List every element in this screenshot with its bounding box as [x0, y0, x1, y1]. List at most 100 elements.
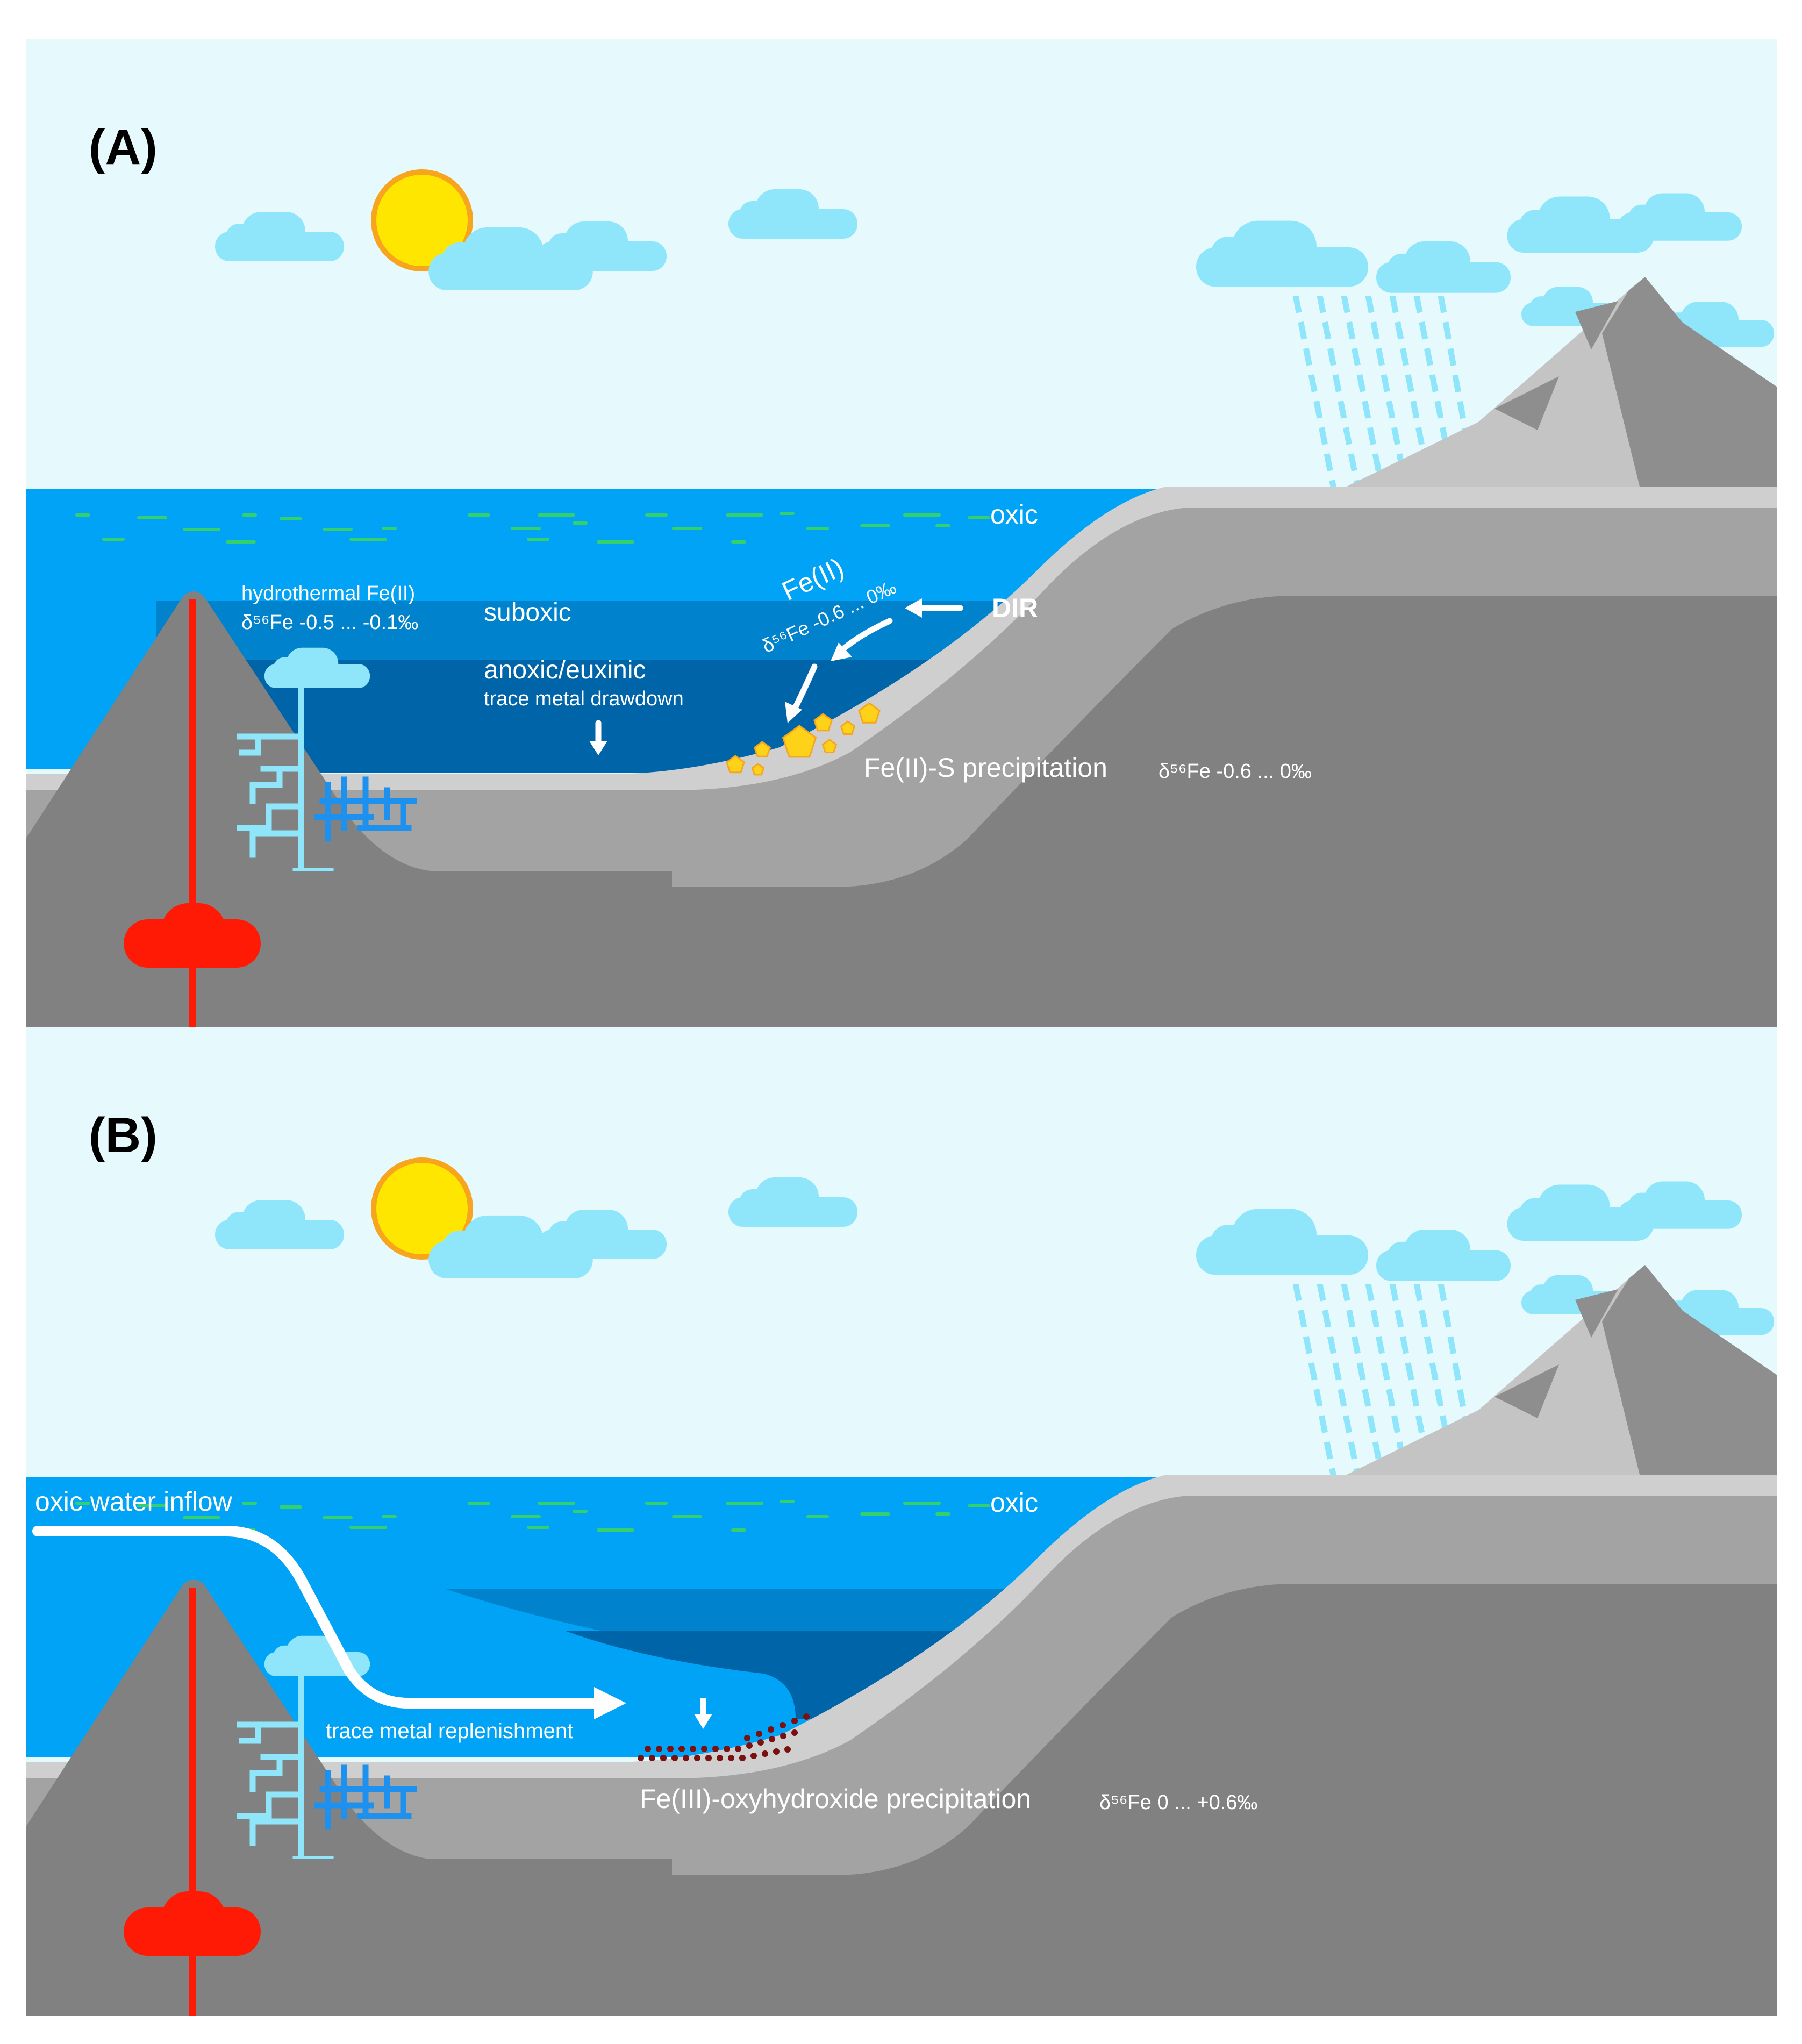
- oxic-intrusion: [629, 1660, 792, 1711]
- fe3-particle-icon: [649, 1755, 655, 1761]
- fe3-particle-icon: [769, 1736, 775, 1742]
- dir-label: DIR: [992, 593, 1038, 623]
- fe3-particle-icon: [803, 1713, 810, 1720]
- fe3-particle-icon: [724, 1746, 730, 1752]
- plankton-icon: [323, 1516, 353, 1519]
- fe3-particle-icon: [678, 1746, 685, 1752]
- fe3-particle-icon: [694, 1755, 700, 1761]
- seafloor: [26, 487, 1777, 1028]
- arrow-icon: [694, 1714, 712, 1729]
- plankton-icon: [597, 1528, 634, 1532]
- plankton-icon: [280, 517, 302, 520]
- plankton-icon: [242, 513, 257, 517]
- plankton-icon: [75, 1502, 90, 1505]
- precipitation-delta-label: δ⁵⁶Fe -0.6 ... 0‰: [1159, 760, 1312, 783]
- replenishment-label: trace metal replenishment: [326, 1719, 573, 1743]
- mountain-icon: [1347, 1265, 1777, 1475]
- arrow-icon: [831, 642, 852, 661]
- plankton-icon: [382, 1515, 397, 1518]
- plankton-icon: [280, 1505, 302, 1509]
- plankton-icon: [573, 521, 588, 525]
- fe3-particle-icon: [739, 1755, 746, 1761]
- fe3-particle-icon: [728, 1755, 734, 1761]
- arrow-icon: [905, 598, 922, 618]
- plankton-icon: [672, 1515, 702, 1518]
- pyrite-crystal-icon: [753, 741, 771, 757]
- fe3-particle-icon: [638, 1713, 810, 1761]
- plankton-icon: [527, 538, 549, 541]
- fe3-particle-icon: [735, 1746, 741, 1752]
- plankton-icon: [726, 1502, 763, 1505]
- fe3-particle-icon: [757, 1739, 764, 1746]
- fe3-particle-icon: [746, 1742, 753, 1749]
- panel-label: (B): [89, 1108, 158, 1163]
- sun-icon: [371, 1157, 473, 1260]
- plankton-icon: [468, 1502, 490, 1505]
- panel-label: (A): [89, 120, 158, 175]
- fe3-particle-icon: [717, 1755, 723, 1761]
- arrow-icon: [594, 1687, 626, 1719]
- fe2-flux-arrow: [838, 618, 893, 654]
- inflow-label: oxic water inflow: [35, 1486, 233, 1517]
- plankton-icon: [860, 524, 890, 527]
- plankton-icon: [731, 540, 746, 544]
- plankton-icon: [968, 1504, 990, 1507]
- pyrite-crystal-icon: [840, 720, 856, 735]
- precipitation-label: Fe(II)-S precipitation: [864, 753, 1107, 783]
- fe3-particle-icon: [667, 1746, 674, 1752]
- pyrite-crystal-icon: [813, 713, 833, 732]
- plankton-icon: [935, 1512, 950, 1516]
- plankton-icon: [349, 1526, 387, 1529]
- fe3-particle-icon: [780, 1733, 786, 1739]
- plankton-icon: [903, 1502, 941, 1505]
- plankton-icon: [968, 516, 990, 519]
- plankton-icon: [226, 540, 256, 544]
- fe3-particle-icon: [656, 1746, 662, 1752]
- fe3-particle-icon: [645, 1746, 651, 1752]
- oxic-label: oxic: [990, 1488, 1038, 1518]
- fe3-particle-icon: [773, 1748, 780, 1755]
- plankton-icon: [806, 1515, 829, 1518]
- plankton-icon: [349, 538, 387, 541]
- pyrite-crystal-icon: [782, 725, 817, 758]
- plankton-icon: [183, 528, 220, 531]
- plankton-icon: [323, 528, 353, 531]
- anoxic-label: anoxic/euxinic: [484, 656, 646, 684]
- plankton-icon: [511, 1515, 541, 1518]
- fe3-particle-icon: [705, 1755, 712, 1761]
- pyrite-crystal-icon: [821, 739, 838, 753]
- fe3-particle-icon: [791, 1729, 798, 1736]
- plankton-icon: [75, 512, 990, 544]
- fe3-particle-icon: [638, 1755, 644, 1761]
- fe3-particle-icon: [690, 1746, 696, 1752]
- pyrite-crystal-icon: [858, 702, 881, 724]
- plankton-icon: [75, 513, 90, 517]
- pyrite-crystal-icon: [726, 755, 745, 774]
- magma-chamber-icon: [124, 1891, 261, 1956]
- pyrite-crystal-icon: [726, 702, 881, 776]
- fe3-particle-icon: [791, 1718, 798, 1724]
- panel-b: (B): [26, 1027, 1777, 2016]
- plankton-icon: [102, 538, 125, 541]
- arrow-icon: [785, 702, 802, 723]
- panel-a: (A): [26, 39, 1777, 1028]
- hydrothermal-label: hydrothermal Fe(II): [241, 582, 415, 605]
- fe3-particle-icon: [756, 1731, 762, 1737]
- seafloor: [26, 1475, 1777, 2016]
- plankton-icon: [780, 512, 795, 515]
- fe3-particle-icon: [683, 1755, 689, 1761]
- plankton-icon: [137, 516, 167, 519]
- inflow-arrow: [32, 1526, 599, 1709]
- plankton-icon: [806, 527, 829, 530]
- precipitation-delta-label: δ⁵⁶Fe 0 ... +0.6‰: [1099, 1791, 1257, 1814]
- mountain-icon: [1347, 277, 1777, 487]
- fe3-particle-icon: [712, 1746, 719, 1752]
- fe3-particle-icon: [762, 1750, 768, 1757]
- fe3-particle-icon: [701, 1746, 707, 1752]
- plankton-icon: [597, 540, 634, 544]
- sun-icon: [371, 169, 473, 271]
- plankton-icon: [183, 1516, 220, 1519]
- plankton-icon: [935, 524, 950, 527]
- plankton-icon: [903, 513, 941, 517]
